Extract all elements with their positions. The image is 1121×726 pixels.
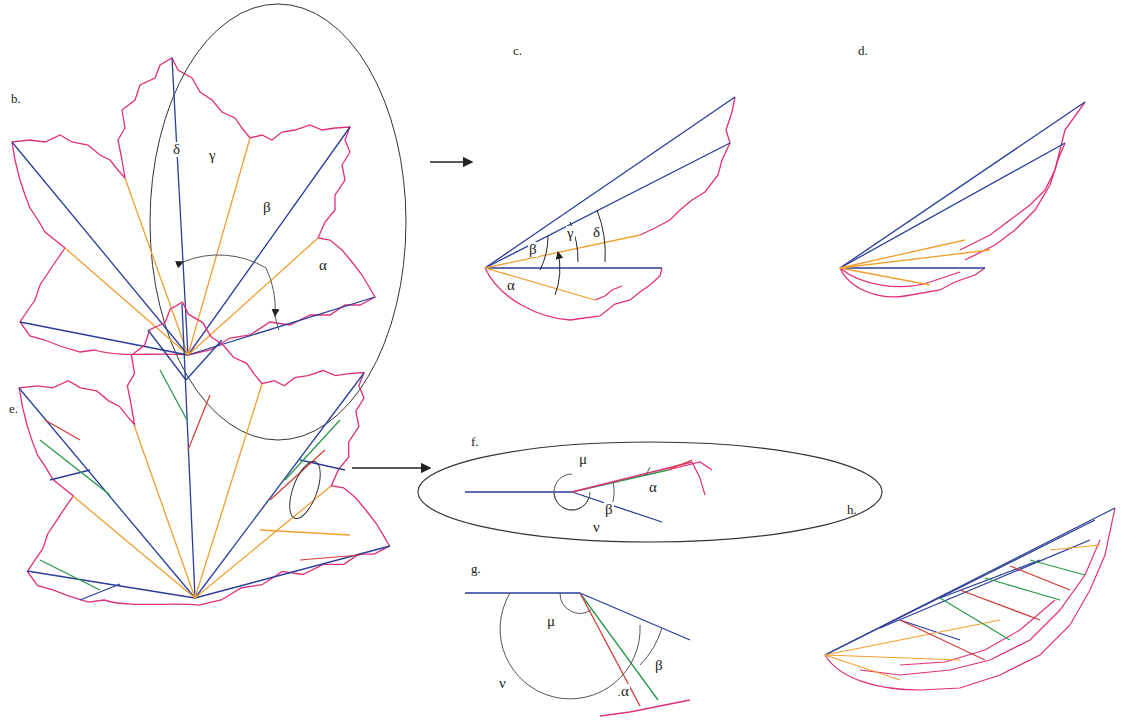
angle-symbol: α — [620, 684, 630, 699]
angle-symbol: ν — [592, 520, 601, 535]
leaf-e — [19, 302, 390, 605]
panel-letter: f. — [470, 435, 480, 448]
angle-symbol: γ — [208, 148, 217, 163]
angle-symbol: μ — [578, 452, 588, 467]
panel-letter: d. — [857, 44, 869, 57]
panel-letter: e. — [8, 402, 19, 415]
folded-leaf-d — [840, 102, 1085, 297]
angle-symbol: β — [528, 242, 538, 257]
angle-symbol: γ — [566, 226, 575, 241]
angle-symbol: δ — [592, 225, 601, 240]
vein-junction-f — [418, 442, 882, 542]
panel-letter: c. — [512, 44, 523, 57]
angle-symbol: β — [262, 200, 272, 215]
angle-symbol: β — [604, 502, 614, 517]
angle-symbol: β — [654, 658, 664, 673]
leaf-b — [12, 4, 406, 440]
angle-symbol: δ — [172, 142, 181, 157]
folded-leaf-c — [485, 97, 735, 320]
panel-letter: b. — [10, 92, 22, 105]
angle-symbol: μ — [546, 614, 556, 629]
panel-letter: h. — [846, 503, 858, 516]
folded-leaf-h — [825, 508, 1115, 690]
panel-letter: g. — [470, 562, 482, 575]
angle-symbol: ν — [498, 676, 507, 691]
angle-symbol: α — [318, 258, 328, 273]
angle-symbol: α — [648, 480, 658, 495]
vein-junction-g — [465, 593, 690, 716]
angle-symbol: α — [506, 278, 516, 293]
